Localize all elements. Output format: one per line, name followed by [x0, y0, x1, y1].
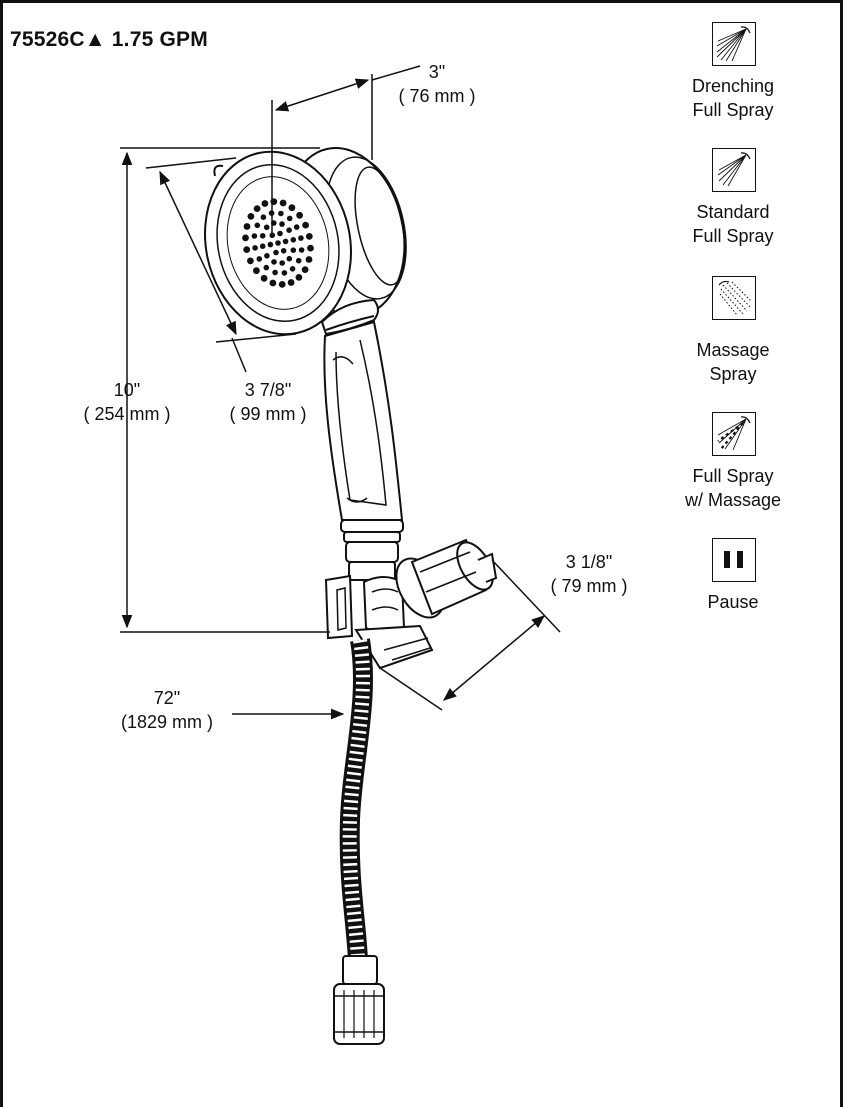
nozzle	[286, 227, 292, 233]
hose-inches: 72"	[153, 688, 181, 708]
depth-mm: ( 76 mm )	[398, 86, 476, 106]
bracket-dimension-label: 3 1/8" ( 79 mm )	[536, 550, 642, 598]
nozzle	[264, 253, 270, 259]
hose-length-label: 72" (1829 mm )	[104, 686, 230, 734]
nozzle	[296, 211, 303, 219]
nozzle	[260, 274, 268, 282]
nozzle	[259, 233, 266, 239]
nozzle	[267, 241, 274, 248]
height-dimension-label: 10" ( 254 mm )	[68, 378, 186, 426]
nozzle	[269, 279, 277, 287]
nozzle	[307, 244, 314, 252]
nozzle	[243, 246, 251, 254]
nozzle	[271, 259, 277, 265]
nozzle	[295, 274, 303, 281]
height-mm: ( 254 mm )	[83, 404, 171, 424]
nozzle	[261, 200, 269, 207]
full-spray-massage-icon	[712, 412, 756, 456]
hose	[339, 638, 374, 961]
nozzle	[305, 233, 313, 240]
nozzle	[253, 205, 261, 213]
nozzle	[253, 267, 260, 275]
mode-label-pause: Pause	[707, 592, 759, 612]
nozzle	[272, 269, 278, 276]
nozzle	[305, 256, 313, 263]
nozzle	[263, 224, 270, 231]
height-inches: 10"	[113, 380, 141, 400]
nozzle	[279, 260, 286, 266]
nozzle-pattern	[242, 198, 314, 288]
nozzle	[273, 249, 279, 256]
nozzle	[277, 230, 283, 237]
drenching-spray-icon	[712, 22, 756, 66]
nozzle	[282, 238, 289, 245]
nozzle	[278, 281, 286, 288]
nozzle	[275, 240, 281, 246]
hose-end-nut	[333, 955, 385, 1045]
nozzle	[298, 247, 305, 253]
diameter-mm: ( 99 mm )	[229, 404, 307, 424]
massage-spray-icon	[712, 276, 756, 320]
diameter-dimension-label: 3 7/8" ( 99 mm )	[216, 378, 320, 426]
model-title: 75526C▲ 1.75 GPM	[10, 28, 208, 51]
nozzle	[287, 279, 295, 286]
nozzle	[247, 213, 255, 220]
hose-mm: (1829 mm )	[120, 712, 214, 732]
nozzle	[293, 224, 300, 230]
depth-dimension-label: 3" ( 76 mm )	[392, 60, 482, 108]
nozzle	[263, 264, 270, 271]
handle	[323, 320, 404, 581]
pause-icon	[712, 538, 756, 582]
nozzle	[278, 210, 284, 217]
bracket-inches: 3 1/8"	[565, 552, 613, 572]
dimension-lines	[120, 65, 561, 720]
nozzle	[302, 221, 309, 229]
nozzle	[295, 257, 302, 264]
nozzle	[243, 223, 251, 230]
nozzle	[298, 235, 304, 241]
nozzle	[252, 245, 258, 251]
shower-head	[204, 146, 407, 336]
nozzle	[259, 243, 266, 249]
nozzle	[256, 256, 263, 262]
nozzle	[301, 266, 309, 273]
depth-inches: 3"	[428, 62, 446, 82]
bracket-mm: ( 79 mm )	[550, 576, 628, 596]
nozzle	[289, 266, 296, 272]
nozzle	[281, 270, 288, 276]
nozzle	[260, 214, 267, 220]
diameter-inches: 3 7/8"	[244, 380, 292, 400]
nozzle	[288, 204, 296, 212]
nozzle	[286, 215, 293, 222]
nozzle	[286, 255, 293, 262]
nozzle	[280, 248, 287, 254]
nozzle	[279, 221, 285, 227]
nozzle	[279, 199, 287, 207]
nozzle	[290, 237, 297, 243]
nozzle	[254, 222, 261, 229]
wall-bracket	[324, 538, 498, 670]
nozzle	[242, 234, 249, 242]
standard-spray-icon	[712, 148, 756, 192]
nozzle	[251, 233, 258, 239]
nozzle	[290, 247, 297, 253]
nozzle	[247, 257, 254, 265]
